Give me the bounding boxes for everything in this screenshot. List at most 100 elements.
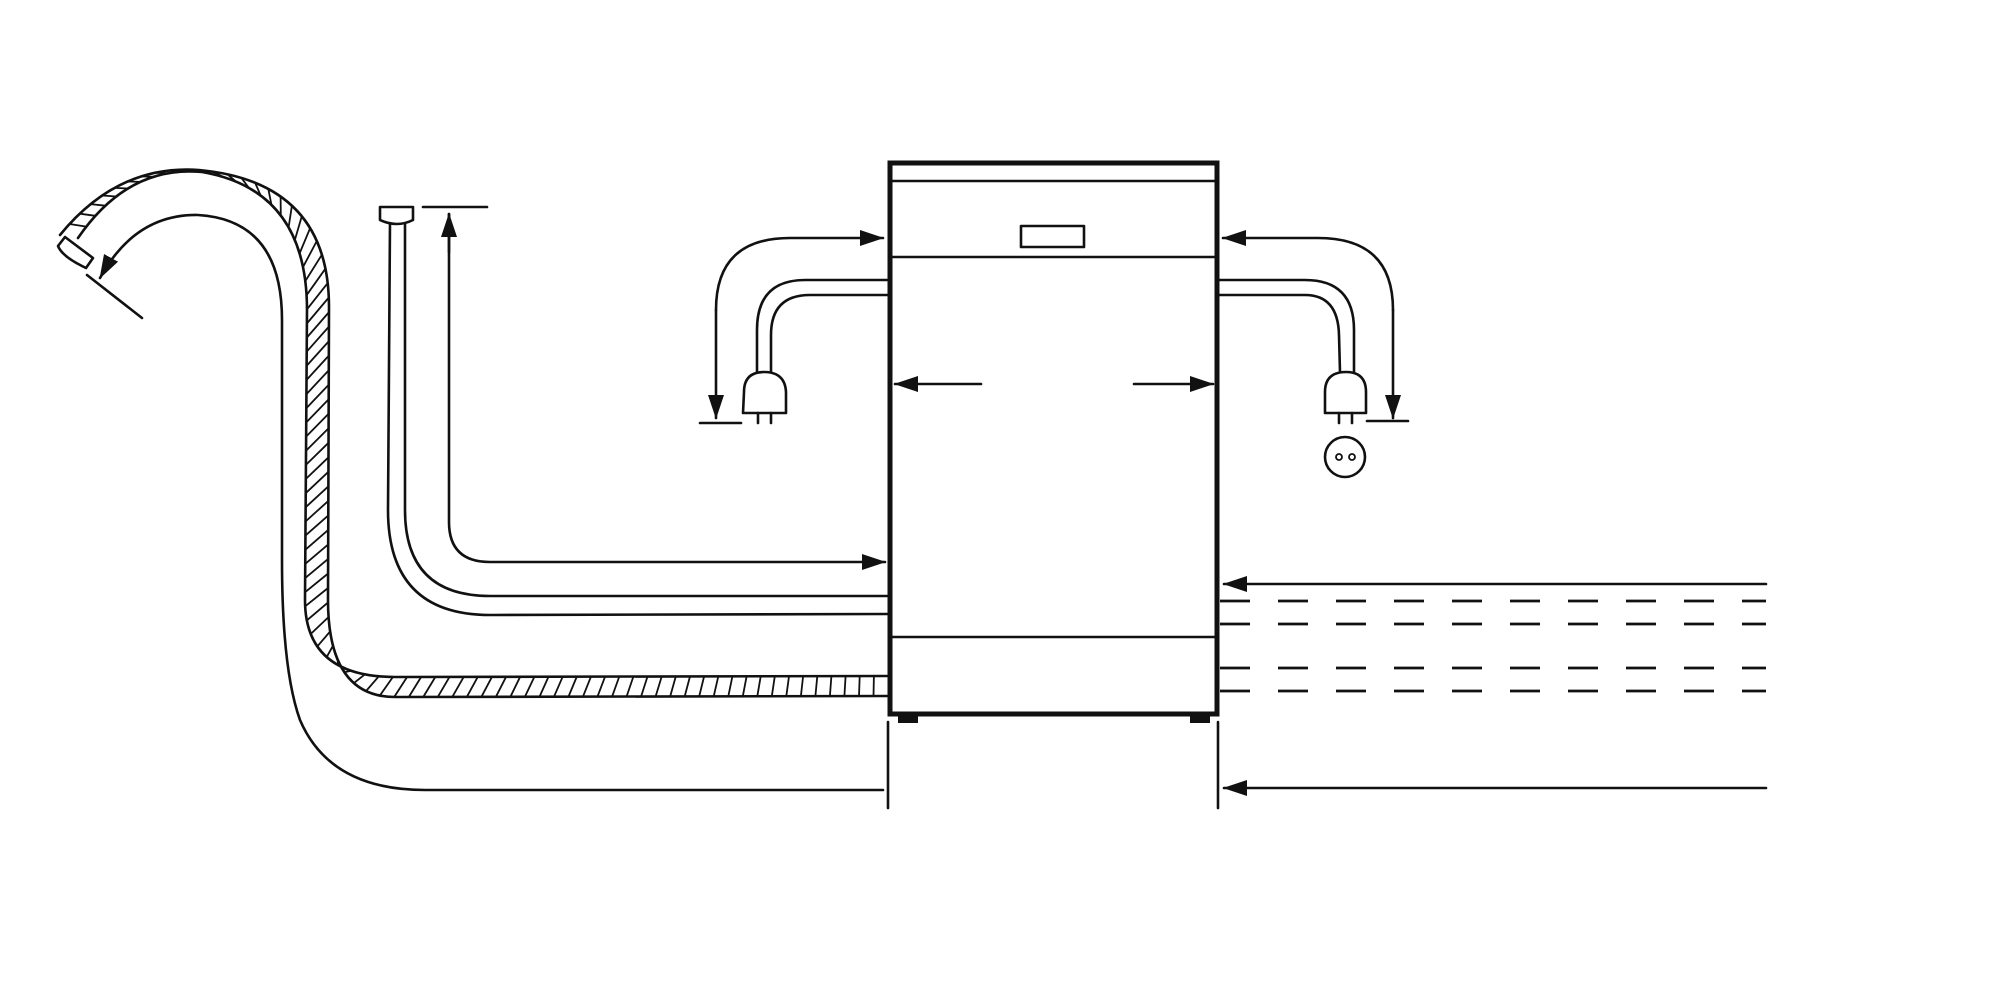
power-socket (1323, 435, 1367, 479)
hose-rib (365, 675, 380, 692)
hose-rib (712, 675, 720, 698)
plug-right (1323, 370, 1368, 415)
hose-rib (226, 173, 238, 183)
hose-rib (89, 203, 107, 207)
water-inlet-hose (378, 205, 890, 617)
hose-rib (305, 311, 330, 339)
hose-rib (304, 543, 330, 565)
hose-rib (305, 340, 330, 367)
hose-rib (611, 675, 621, 698)
hose-rib (304, 572, 330, 594)
dishwasher (887, 160, 1220, 723)
hose-rib (302, 240, 318, 269)
hose-rib (829, 675, 833, 697)
hose-rib (509, 675, 522, 698)
hose-rib (494, 675, 508, 698)
plug-left (741, 370, 788, 415)
hose-rib (422, 676, 437, 698)
hose-rib (154, 171, 169, 175)
water-tap-connector (378, 205, 415, 226)
hose-rib (814, 675, 819, 697)
hose-rib (68, 223, 88, 228)
hose-rib (298, 227, 312, 255)
hose-rib (304, 499, 330, 523)
cord-arrow-right-top (1221, 230, 1395, 312)
hose-rib (305, 412, 330, 438)
hose-rib (267, 187, 273, 206)
hose-rib (843, 675, 847, 697)
hose-rib (625, 675, 635, 698)
hose-rib (305, 383, 330, 410)
drain-floor-tick (85, 273, 144, 320)
foot-right (1190, 714, 1210, 723)
hose-rib (168, 169, 183, 173)
hose-rib (304, 470, 330, 495)
hose-rib (304, 485, 330, 509)
hose-rib (306, 282, 329, 311)
hose-rib (304, 253, 323, 283)
hose-rib (596, 675, 606, 698)
hose-rib (293, 215, 303, 242)
hose-rib (770, 675, 776, 698)
hose-rib (727, 675, 734, 698)
hose-rib (378, 676, 394, 697)
hose-rib (305, 325, 330, 353)
hose-rib (197, 169, 211, 175)
hose-rib (304, 514, 330, 537)
door-handle (1019, 224, 1086, 249)
hose-rib (683, 675, 691, 698)
hose-rib (305, 398, 330, 424)
hose-rib (343, 669, 353, 674)
drain-hose (56, 168, 890, 792)
cord-arrow-left-top (714, 230, 885, 312)
hose-rib (304, 441, 330, 466)
drain-height-arrow (98, 213, 885, 792)
hose-rib (240, 176, 250, 189)
hose-rib (305, 601, 329, 622)
hose-rib (567, 675, 578, 698)
hose-rib (287, 204, 293, 229)
hose-rib (465, 675, 479, 698)
hose-rib (524, 675, 536, 698)
hose-rib (756, 675, 762, 698)
hose-rib (304, 558, 330, 579)
hose-rib (436, 676, 451, 698)
hose-rib (407, 676, 423, 698)
hose-rib (352, 673, 366, 684)
hose-rib (304, 456, 330, 480)
drain-hose-ribs (68, 168, 875, 698)
hose-rib (480, 675, 493, 698)
foot-left (898, 714, 918, 723)
hose-rib (78, 212, 97, 217)
hose-rib (305, 369, 330, 396)
hose-rib (305, 427, 330, 452)
hose-rib (305, 296, 330, 325)
hose-rib (858, 675, 861, 697)
hose-rib (316, 630, 332, 648)
hose-rib (669, 675, 677, 698)
power-cord-left (698, 230, 890, 425)
floor-lines (1220, 576, 1768, 796)
inlet-length-arrow (447, 212, 887, 570)
hose-rib (101, 194, 118, 198)
hose-rib (393, 676, 409, 698)
hose-rib (305, 267, 327, 297)
hose-rib (698, 675, 705, 698)
hose-rib (212, 170, 224, 178)
hose-rib (785, 675, 790, 698)
hose-rib (325, 644, 334, 658)
hose-rib (800, 675, 804, 698)
hose-rib (113, 186, 129, 190)
power-cord-right (1217, 230, 1410, 425)
hose-rib (538, 675, 550, 698)
hose-rib (451, 676, 465, 698)
hose-rib (654, 675, 663, 698)
hose-rib (183, 168, 197, 173)
hose-rib (304, 587, 329, 608)
hose-rib (305, 354, 330, 381)
hose-rib (304, 529, 330, 551)
hose-rib (741, 675, 748, 698)
drain-hose-end-cap (56, 235, 95, 270)
hose-rib (309, 616, 330, 635)
